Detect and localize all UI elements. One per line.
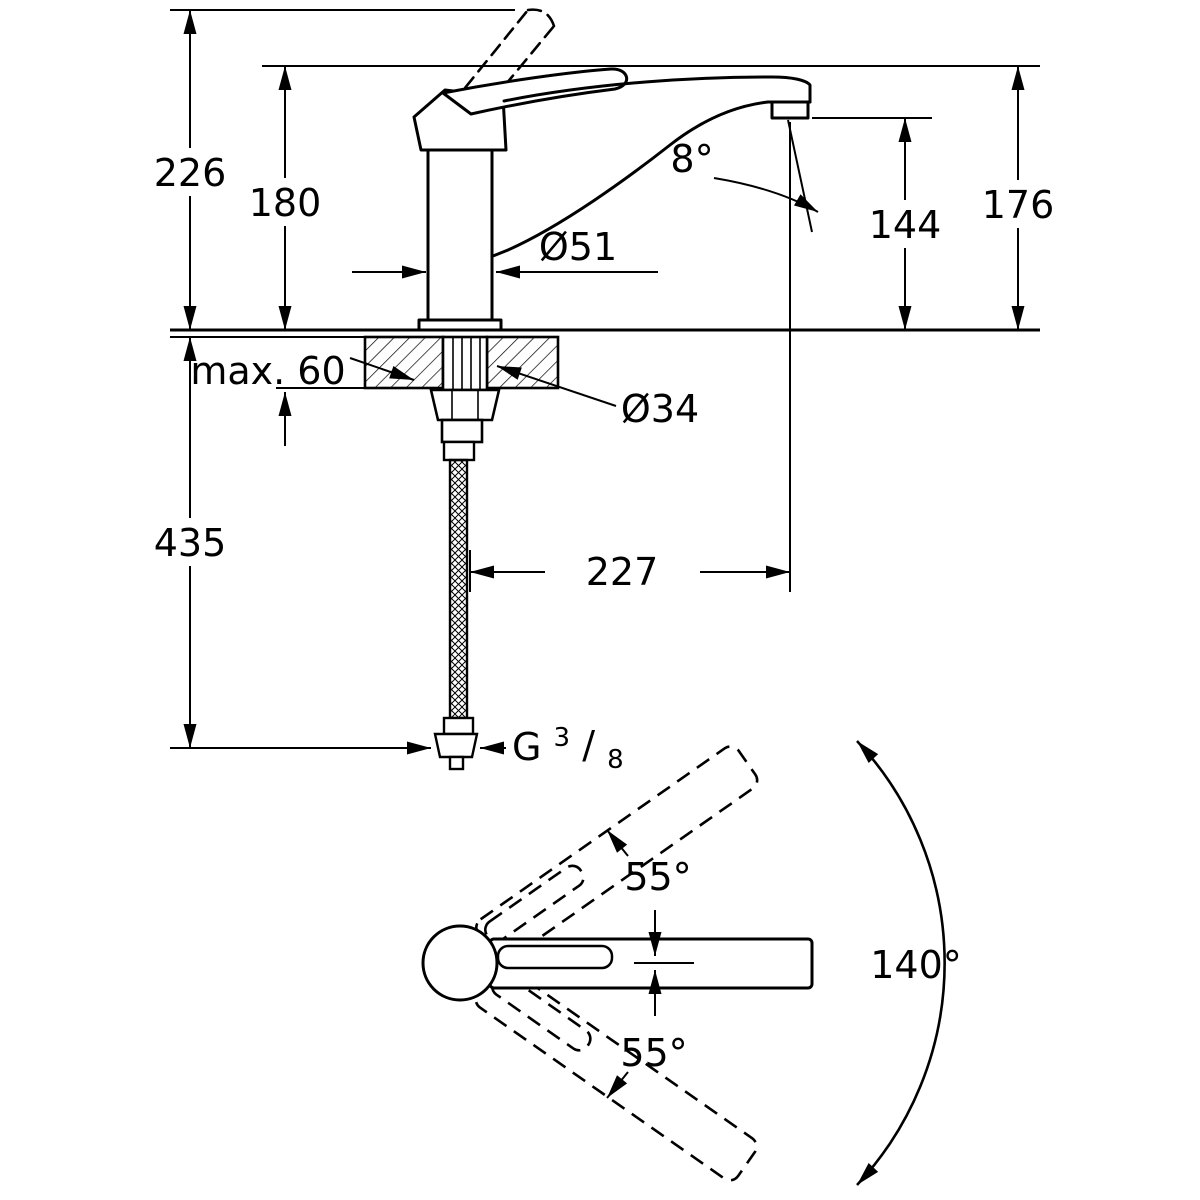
spout-bottom-edge bbox=[491, 100, 770, 258]
faucet-side-drawing bbox=[412, 8, 812, 332]
faucet-body bbox=[426, 148, 494, 332]
mounting-hardware bbox=[363, 335, 560, 444]
braided-hose bbox=[448, 458, 469, 720]
dim-label-8deg: 8° bbox=[670, 137, 713, 181]
dim-swivel-total: 140° bbox=[856, 740, 962, 1186]
side-view: 226 180 176 144 8° Ø bbox=[154, 8, 1055, 775]
hose-end-tube bbox=[448, 755, 465, 771]
dim-spout-top-height: 176 bbox=[982, 66, 1055, 330]
extension-lines bbox=[170, 9, 1040, 592]
hose-connector bbox=[442, 440, 476, 462]
deck-section-right bbox=[485, 335, 560, 390]
dim-label-max60: max. 60 bbox=[190, 349, 345, 393]
dim-overall-height: 226 bbox=[154, 10, 227, 330]
thread-denominator: 8 bbox=[607, 745, 624, 775]
dim-label-d51: Ø51 bbox=[539, 225, 617, 269]
dim-label-55-lower: 55° bbox=[620, 1031, 687, 1075]
aerator bbox=[770, 100, 810, 120]
swivel-arc bbox=[856, 740, 946, 1186]
dim-label-55-upper: 55° bbox=[624, 855, 691, 899]
lever-top-view bbox=[496, 944, 614, 970]
dim-hose-length: 435 bbox=[154, 337, 227, 748]
body-top-view bbox=[421, 924, 499, 1002]
dim-outlet-angle: 8° bbox=[670, 119, 819, 233]
mounting-nut bbox=[429, 388, 501, 422]
adapter bbox=[440, 418, 484, 444]
dim-swivel-upper: 55° bbox=[606, 829, 692, 956]
spout-top-edge bbox=[502, 75, 812, 104]
dim-deck-thickness: max. 60 bbox=[190, 349, 415, 446]
dim-outlet-height: 144 bbox=[869, 118, 942, 330]
base-flange bbox=[417, 318, 503, 332]
dim-label-140: 140° bbox=[870, 943, 962, 987]
angle-leader-arc bbox=[713, 177, 819, 213]
hose-end-nut bbox=[433, 732, 479, 759]
dim-label-176: 176 bbox=[982, 183, 1055, 227]
dim-label-180: 180 bbox=[249, 181, 322, 225]
supply-hose bbox=[433, 440, 479, 771]
dim-label-144: 144 bbox=[869, 203, 942, 247]
dim-label-d34: Ø34 bbox=[621, 387, 699, 431]
dim-body-height: 180 bbox=[249, 66, 322, 330]
deck-section-left bbox=[363, 335, 445, 390]
dim-swivel-lower: 55° bbox=[606, 970, 688, 1099]
angle-slant-line bbox=[787, 119, 813, 233]
dim-label-435: 435 bbox=[154, 521, 227, 565]
thread-letter: G bbox=[512, 725, 541, 769]
thread-numerator: 3 bbox=[554, 723, 571, 753]
lever-handle bbox=[441, 67, 628, 116]
swivel-lower-lever-outline bbox=[490, 973, 592, 1052]
dim-spout-reach: 227 bbox=[470, 550, 790, 594]
hose-ferrule bbox=[442, 716, 475, 736]
dim-hole-diameter: Ø34 bbox=[496, 365, 699, 431]
top-view: 55° 55° 140° bbox=[421, 740, 962, 1186]
dim-body-diameter: Ø51 bbox=[352, 225, 658, 279]
swivel-upper-lever-outline bbox=[484, 864, 585, 943]
dim-label-thread: G 3 / 8 bbox=[512, 711, 624, 775]
thread-slash: / bbox=[582, 723, 595, 767]
shank-detail-lines bbox=[452, 337, 481, 390]
dim-thread: G 3 / 8 bbox=[170, 711, 624, 775]
dim-label-226: 226 bbox=[154, 151, 227, 195]
dim-label-227: 227 bbox=[586, 550, 659, 594]
